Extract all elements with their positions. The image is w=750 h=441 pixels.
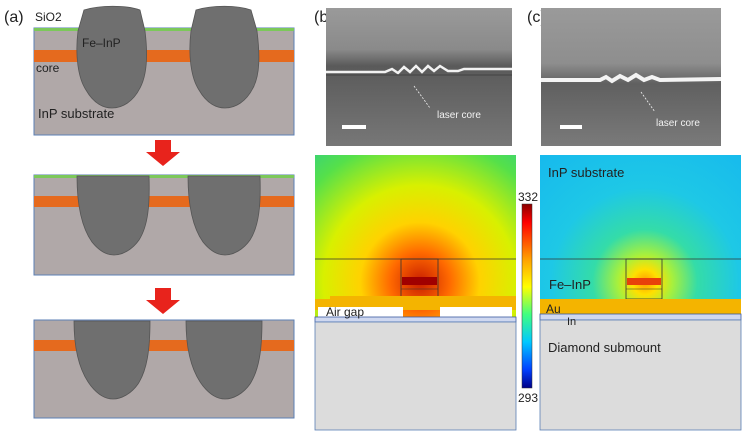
sem-image-c: laser core — [541, 8, 722, 146]
substrate-label: InP substrate — [38, 106, 114, 121]
scale-bar — [342, 125, 366, 129]
in-label: In — [567, 316, 576, 328]
air-gap-right — [440, 307, 512, 317]
sem-background — [326, 8, 512, 146]
au-label: Au — [546, 302, 561, 316]
active-core — [402, 277, 437, 285]
sem-laser-core-label: laser core — [437, 110, 481, 121]
sem-image-b: laser core — [326, 8, 512, 146]
fe-inp-regrowth-left — [76, 5, 147, 109]
panel-a-tag: (a) — [4, 9, 24, 26]
core-layer — [34, 340, 294, 351]
core-layer — [34, 196, 294, 207]
fe-inp-regrowth-left — [73, 320, 151, 400]
process-arrow-2 — [146, 288, 180, 314]
fe-inp-regrowth-right — [185, 320, 263, 400]
au-layer — [540, 299, 741, 314]
substrate-label-c: InP substrate — [548, 165, 624, 180]
schematic-step-1: SiO2 Fe–InP core InP substrate — [33, 5, 295, 136]
fe-inp-regrowth-right — [189, 5, 260, 109]
fe-inp-regrowth-right — [187, 175, 261, 256]
thermal-map-c: InP substrate Fe–InP Au In Diamond submo… — [539, 155, 742, 431]
sem-shadow — [326, 74, 512, 76]
sem-pointer-line — [413, 85, 431, 109]
colorbar-gradient — [521, 203, 533, 389]
core-label: core — [36, 61, 60, 75]
diamond-submount-b — [314, 321, 517, 431]
panel-c-tag: (c) — [527, 9, 546, 26]
scale-bar — [560, 125, 582, 129]
sem-pointer-line — [640, 91, 656, 113]
schematic-step-3 — [33, 319, 295, 419]
fe-inp-label-c: Fe–InP — [549, 277, 591, 292]
active-core — [627, 278, 661, 285]
air-gap-left — [318, 307, 403, 317]
sio2-label: SiO2 — [35, 10, 62, 24]
sem-laser-core-label: laser core — [656, 118, 700, 129]
sem-interface-line — [541, 72, 722, 84]
sio2-layer — [34, 175, 294, 178]
process-arrow-1 — [146, 140, 180, 166]
sio2-layer — [34, 28, 294, 31]
diamond-submount-c — [539, 319, 742, 431]
air-gap-label: Air gap — [326, 305, 364, 319]
fe-inp-label: Fe–InP — [82, 36, 121, 50]
au-layer — [315, 296, 516, 310]
fe-inp-regrowth-left — [76, 175, 150, 256]
thermal-map-b: Air gap — [314, 155, 517, 431]
sem-interface-line — [326, 64, 512, 75]
diamond-label: Diamond submount — [548, 340, 661, 355]
schematic-step-2 — [33, 174, 295, 276]
